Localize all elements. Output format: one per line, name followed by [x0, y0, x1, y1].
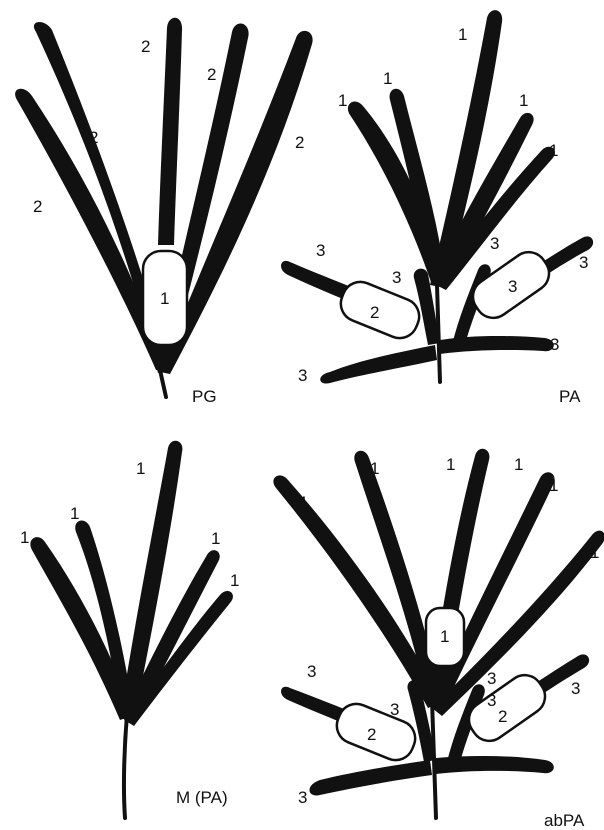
- panel-pg: 1 2 2 2 2 2 PG: [15, 18, 313, 406]
- pa-bud: [335, 276, 424, 343]
- abpa-top-bud-label: 1: [440, 627, 449, 646]
- pa-side-label: 3: [579, 253, 588, 272]
- pg-leaf-label: 2: [89, 128, 98, 147]
- panel-mpa: 1 1 1 1 1 M (PA): [20, 441, 239, 818]
- pg-leaf: [158, 18, 182, 245]
- abpa-leaf-label: 1: [590, 543, 599, 562]
- pa-bud-label: 2: [370, 303, 379, 322]
- mpa-caption: M (PA): [176, 788, 228, 807]
- abpa-leaf: [354, 451, 442, 706]
- abpa-bud-label: 2: [367, 725, 376, 744]
- pa-leaf-label: 1: [458, 25, 467, 44]
- pa-side-label: 3: [392, 268, 401, 287]
- pg-leaf-label: 2: [141, 37, 150, 56]
- abpa-side-leaf: [309, 760, 432, 795]
- pa-leaf-label: 1: [519, 91, 528, 110]
- abpa-side-label: 3: [571, 679, 580, 698]
- pg-caption: PG: [192, 387, 217, 406]
- mpa-leaf-label: 1: [136, 459, 145, 478]
- mpa-stem: [124, 715, 127, 818]
- abpa-leaf-label: 1: [446, 455, 455, 474]
- abpa-side-label: 3: [390, 700, 399, 719]
- abpa-side-label: 3: [307, 662, 316, 681]
- pg-leaf-label: 2: [33, 197, 42, 216]
- pa-bud-label: 3: [508, 277, 517, 296]
- abpa-side-label: 3: [298, 788, 307, 807]
- mpa-leaf-label: 1: [20, 528, 29, 547]
- pa-side-label: 3: [550, 335, 559, 354]
- pa-leaf-label: 1: [383, 69, 392, 88]
- pa-side-leaf: [320, 345, 437, 384]
- abpa-side-label: 3: [487, 753, 496, 772]
- pa-side-label: 3: [490, 234, 499, 253]
- pg-bud-label: 1: [160, 289, 169, 308]
- abpa-leaf-label: 1: [514, 455, 523, 474]
- pa-side-label: 3: [298, 366, 307, 385]
- mpa-leaf-label: 1: [211, 529, 220, 548]
- pg-stem: [160, 370, 166, 397]
- pa-leaf-label: 1: [338, 91, 347, 110]
- pg-leaf-label: 2: [207, 65, 216, 84]
- abpa-leaf-label: 1: [299, 493, 308, 512]
- abpa-bud-label: 2: [498, 707, 507, 726]
- pa-leaf-label: 1: [549, 141, 558, 160]
- abpa-caption: abPA: [544, 811, 585, 830]
- mpa-leaf-label: 1: [230, 571, 239, 590]
- abpa-leaf-label: 1: [370, 459, 379, 478]
- mpa-leaf-label: 1: [70, 504, 79, 523]
- pa-caption: PA: [559, 387, 581, 406]
- panel-abpa: 1 2 2 1 1 1 1 1 1 3 3 3 3 3 3 3 abPA: [273, 449, 604, 830]
- panel-pa: 2 3 1 1 1 1 1 3 3 3 3 3 3 PA: [281, 10, 593, 406]
- pa-side-label: 3: [316, 241, 325, 260]
- abpa-side-label: 3: [487, 691, 496, 710]
- abpa-side-label: 3: [487, 669, 496, 688]
- abpa-leaf-label: 1: [549, 476, 558, 495]
- pg-leaf-label: 2: [295, 133, 304, 152]
